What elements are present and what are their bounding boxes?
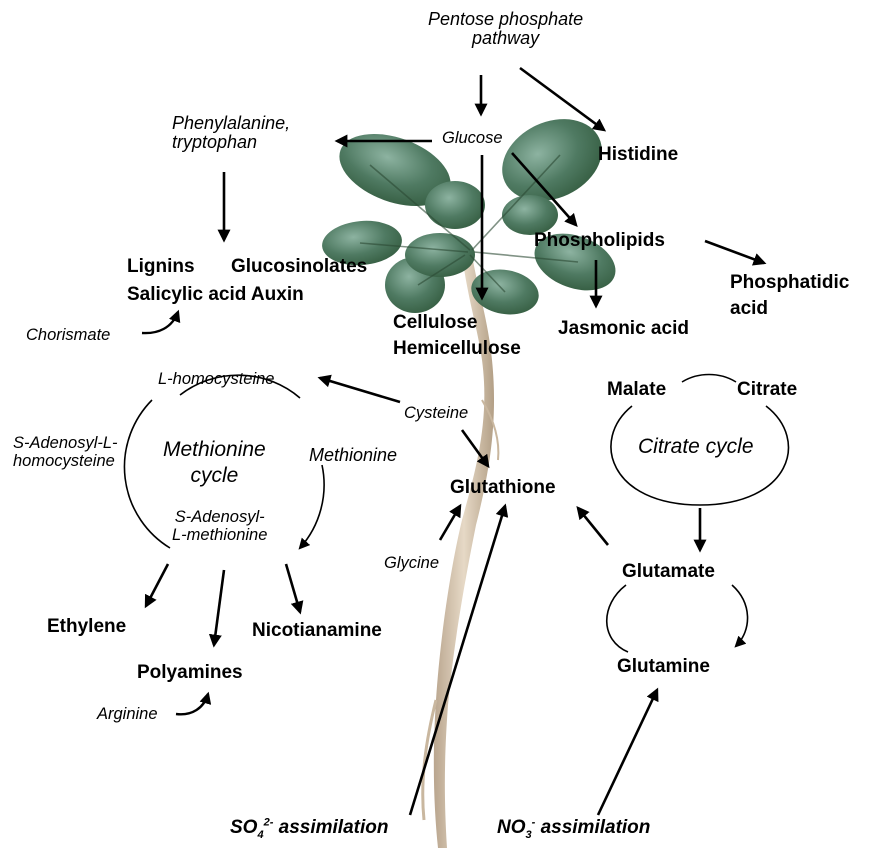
plant-illustration: [322, 119, 616, 848]
arrow-chorismate-curve: [141, 309, 181, 335]
label-arginine: Arginine: [97, 705, 158, 723]
label-malate: Malate: [607, 379, 667, 400]
arrow-glucose-phospholipids: [511, 152, 578, 227]
plant-root: [433, 255, 495, 848]
arrow-sam-ethylene: [144, 563, 170, 609]
label-pentose-phosphate-pathway: Pentose phosphate pathway: [428, 9, 584, 49]
label-histidine: Histidine: [598, 144, 679, 165]
arrow-cysteine-glutathione: [460, 429, 490, 469]
citrate-cycle-arc-top: [681, 373, 737, 383]
label-so4-assimilation: SO42- assimilation: [230, 816, 389, 841]
plant-leaf: [339, 133, 451, 207]
label-glutamate: Glutamate: [622, 561, 715, 582]
methionine-cycle-arc-left: [123, 399, 171, 549]
label-phenylalanine-tryptophan: Phenylalanine, tryptophan: [172, 113, 291, 153]
label-ethylene: Ethylene: [47, 616, 127, 637]
plant-leaf: [405, 233, 475, 277]
label-nicotianamine: Nicotianamine: [252, 620, 382, 641]
arrow-arginine-curve: [175, 691, 212, 716]
methionine-cycle-arc-top: [179, 374, 301, 399]
glutamate-cycle-arc-right: [731, 584, 749, 648]
arrow-no3-glutamine: [596, 687, 659, 816]
arrow-sam-polyamines: [208, 569, 226, 648]
label-glucosinolates: Glucosinolates: [231, 256, 368, 277]
label-s-adenosyl-l-homocysteine: S-Adenosyl-L- homocysteine: [13, 434, 118, 470]
arrow-phospholipids-phosphatidic: [704, 239, 767, 266]
label-no3-assimilation: NO3- assimilation: [497, 816, 651, 841]
plant-leaf: [502, 195, 558, 235]
label-methionine-cycle: Methionine cycle: [163, 438, 266, 488]
plant-leaf: [425, 181, 485, 229]
citrate-cycle-arc-bottom: [610, 405, 790, 506]
arrow-glycine-glutathione: [438, 503, 462, 541]
label-l-homocysteine: L-homocysteine: [158, 370, 275, 388]
glutamate-cycle-arc-left: [605, 584, 629, 653]
arrow-cysteine-lhomocysteine: [317, 374, 401, 404]
arrow-glutamate-glutathione: [576, 505, 610, 546]
label-glutamine: Glutamine: [617, 656, 710, 677]
label-methionine: Methionine: [309, 445, 398, 465]
label-chorismate: Chorismate: [26, 326, 111, 344]
plant-leaf: [502, 119, 602, 201]
label-phospholipids: Phospholipids: [534, 230, 665, 251]
arrow-so4-glutathione: [408, 503, 509, 816]
label-glycine: Glycine: [384, 554, 440, 572]
label-glucose: Glucose: [442, 129, 503, 147]
label-citrate-cycle: Citrate cycle: [638, 435, 754, 458]
label-glutathione: Glutathione: [450, 477, 556, 498]
label-cysteine: Cysteine: [404, 404, 469, 422]
arrow-pentose-histidine: [519, 66, 607, 132]
label-lignins: Lignins: [127, 256, 195, 277]
label-citrate: Citrate: [737, 379, 798, 400]
label-polyamines: Polyamines: [137, 662, 243, 683]
label-phosphatidic-acid: Phosphatidic acid: [730, 272, 850, 319]
label-jasmonic-acid: Jasmonic acid: [558, 318, 689, 339]
label-s-adenosyl-l-methionine: S-Adenosyl- L-methionine: [172, 508, 268, 544]
label-cellulose-hemicellulose: Cellulose Hemicellulose: [393, 312, 521, 359]
label-salicylic-acid-auxin: Salicylic acid Auxin: [127, 284, 304, 305]
arrow-sam-nicotianamine: [284, 563, 304, 615]
methionine-cycle-arc-right: [298, 464, 325, 550]
